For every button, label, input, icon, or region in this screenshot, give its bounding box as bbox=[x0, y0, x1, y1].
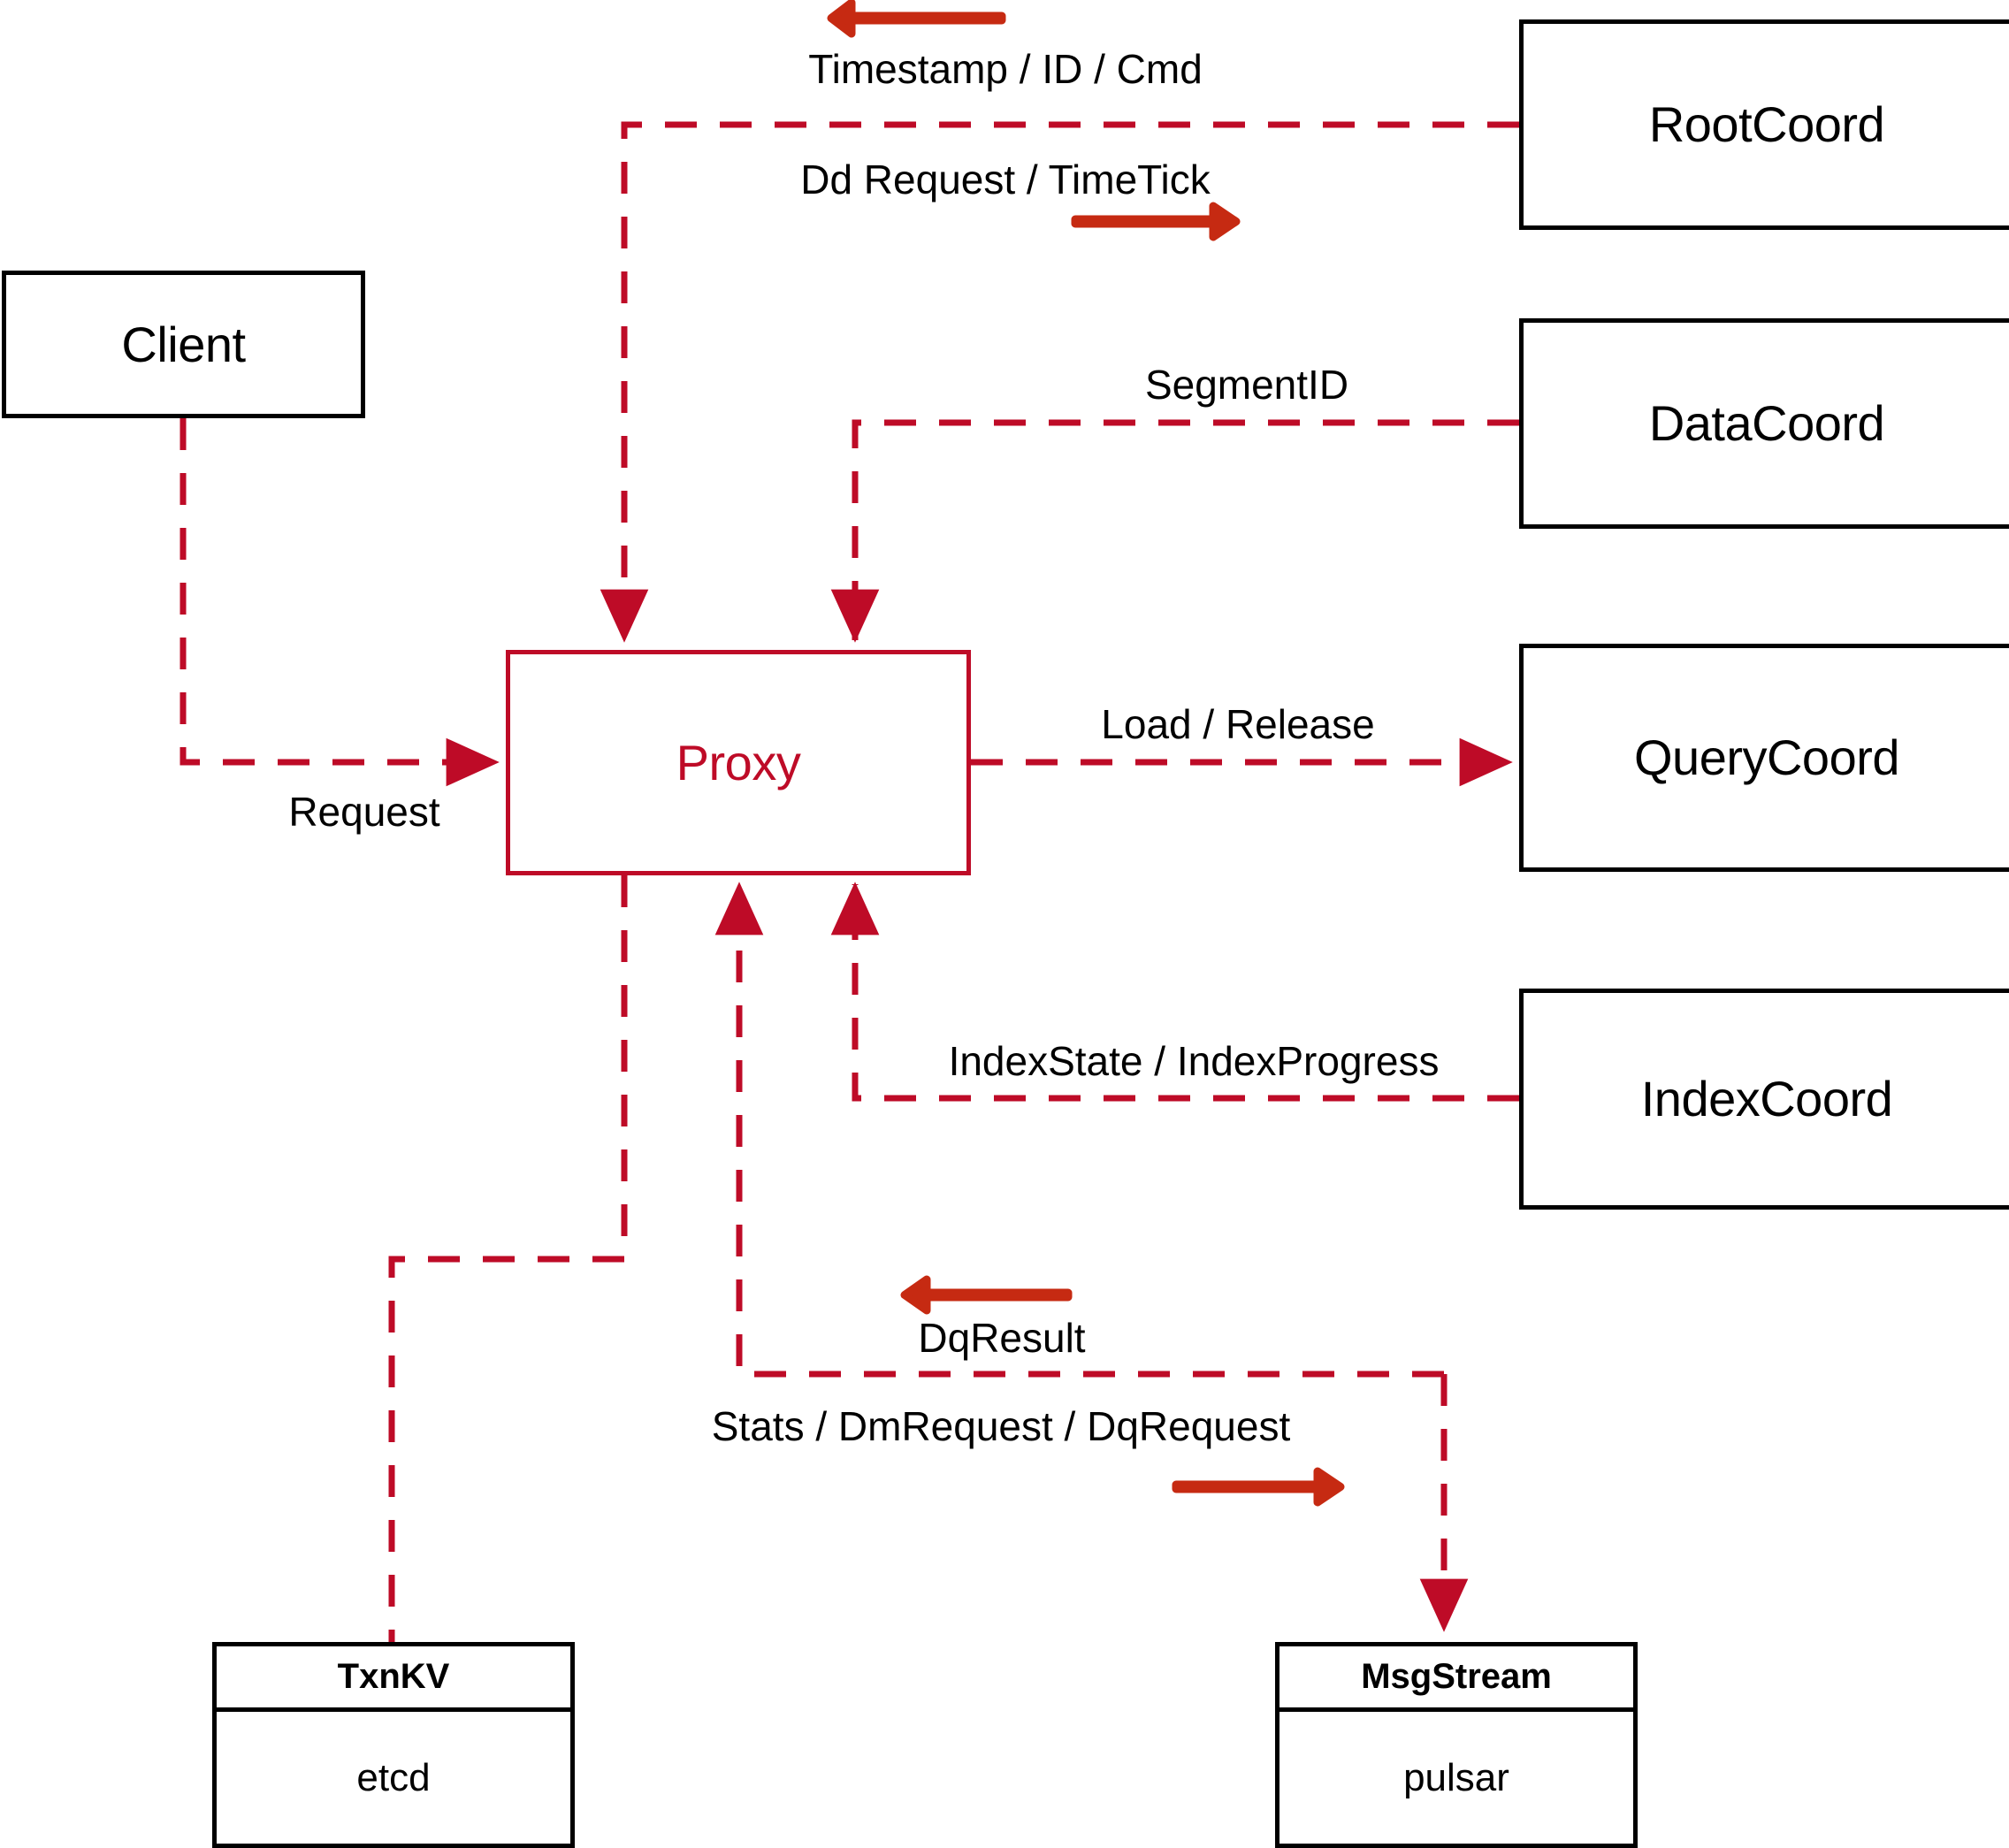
node-indexcoord-label: IndexCoord bbox=[1640, 1071, 1893, 1127]
node-rootcoord-label: RootCoord bbox=[1648, 96, 1885, 153]
node-client[interactable]: Client bbox=[2, 271, 365, 418]
edge-label-stats-dm-dq-request: Stats / DmRequest / DqRequest bbox=[711, 1403, 1291, 1449]
node-querycoord-label: QueryCoord bbox=[1633, 729, 1900, 786]
direction-arrow-stats-dm-dq-request bbox=[1172, 1467, 1345, 1507]
edge-indexcoord-to-proxy bbox=[830, 882, 1519, 1102]
edge-label-dd-request-timetick: Dd Request / TimeTick bbox=[800, 157, 1211, 202]
edge-msgstream-to-proxy bbox=[714, 882, 1444, 1378]
node-querycoord[interactable]: QueryCoord bbox=[1519, 644, 2009, 872]
node-msgstream-impl: pulsar bbox=[1403, 1755, 1509, 1799]
edge-label-timestamp-id-cmd: Timestamp / ID / Cmd bbox=[808, 46, 1203, 92]
node-txnkv-title: TxnKV bbox=[337, 1657, 450, 1696]
edge-datacoord-to-proxy bbox=[830, 419, 1519, 643]
node-msgstream-header: MsgStream bbox=[1279, 1646, 1633, 1712]
edge-label-request: Request bbox=[288, 789, 440, 835]
node-txnkv-body: etcd bbox=[217, 1712, 570, 1844]
direction-arrow-timestamp-id-cmd bbox=[827, 0, 1006, 38]
node-proxy[interactable]: Proxy bbox=[506, 650, 971, 875]
node-datacoord[interactable]: DataCoord bbox=[1519, 318, 2009, 529]
node-txnkv-impl: etcd bbox=[356, 1755, 431, 1799]
edge-label-dq-result: DqResult bbox=[918, 1315, 1086, 1361]
edge-label-index-state-progress: IndexState / IndexProgress bbox=[948, 1038, 1440, 1084]
node-txnkv[interactable]: TxnKV etcd bbox=[212, 1642, 575, 1848]
node-proxy-label: Proxy bbox=[676, 734, 801, 790]
direction-arrow-dq-result bbox=[900, 1275, 1073, 1315]
node-msgstream[interactable]: MsgStream pulsar bbox=[1275, 1642, 1638, 1848]
edge-label-load-release: Load / Release bbox=[1101, 701, 1375, 747]
node-datacoord-label: DataCoord bbox=[1648, 395, 1885, 452]
edge-label-segment-id: SegmentID bbox=[1144, 362, 1349, 408]
edge-proxy-to-txnkv bbox=[388, 875, 628, 1642]
node-rootcoord[interactable]: RootCoord bbox=[1519, 19, 2009, 230]
node-indexcoord[interactable]: IndexCoord bbox=[1519, 989, 2009, 1210]
node-msgstream-title: MsgStream bbox=[1361, 1657, 1552, 1696]
node-txnkv-header: TxnKV bbox=[217, 1646, 570, 1712]
direction-arrow-dd-request-timetick bbox=[1071, 202, 1241, 241]
node-msgstream-body: pulsar bbox=[1279, 1712, 1633, 1844]
node-client-label: Client bbox=[121, 316, 246, 372]
edge-client-to-proxy bbox=[180, 418, 500, 787]
edge-rootcoord-to-proxy bbox=[600, 121, 1519, 643]
